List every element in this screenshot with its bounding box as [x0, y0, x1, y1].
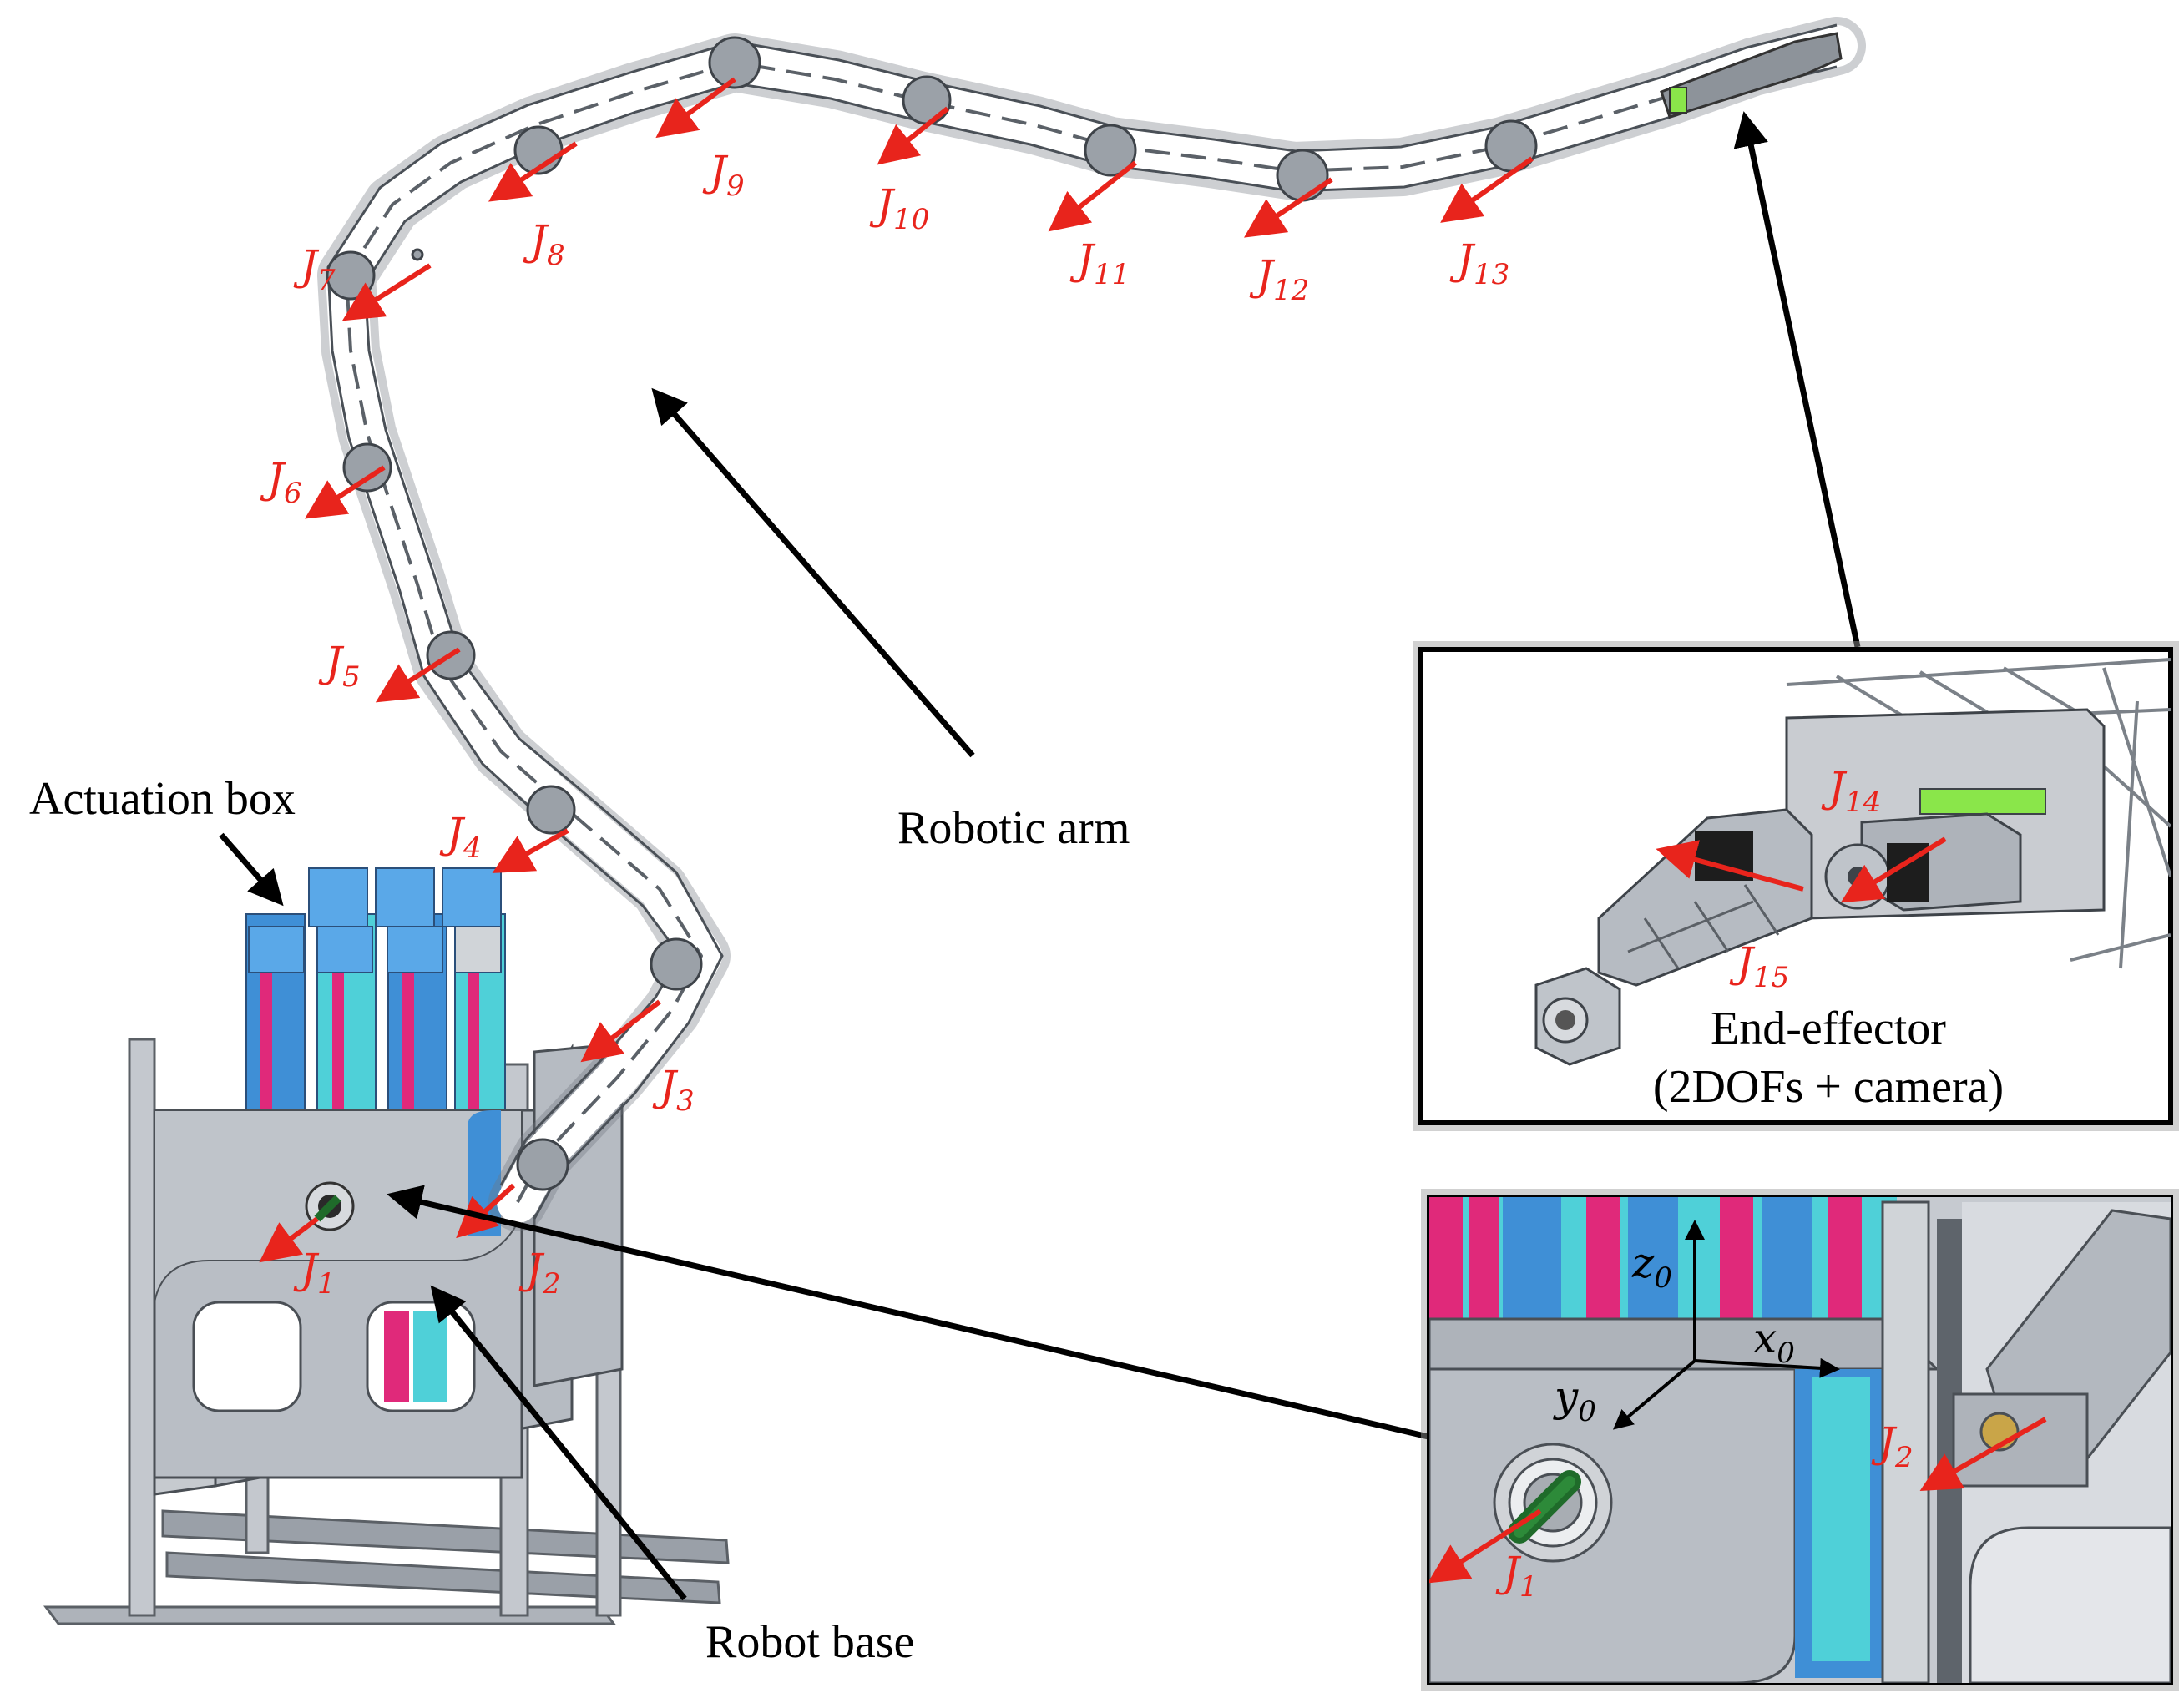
inset-j1-axis-arrow: [1429, 1508, 1542, 1584]
arrow-robot-base: [430, 1285, 687, 1601]
joint-label-j11: J11: [1069, 235, 1130, 291]
joint-axis-arrows: [259, 77, 1534, 1263]
j11-axis-arrow: [1048, 160, 1137, 232]
label-end-effector: End-effector: [1711, 1003, 1946, 1054]
j12-axis-arrow: [1243, 177, 1333, 238]
j14-axis-arrow: [1840, 836, 1947, 903]
arrow-base-inset: [387, 1185, 1433, 1441]
j10-axis-arrow: [877, 106, 949, 165]
arrow-end-effector-inset: [1733, 111, 1861, 648]
x0-axis-arrow: [1694, 1357, 1840, 1378]
callout-arrows: [219, 111, 1861, 1601]
label-robotic-arm: Robotic arm: [897, 802, 1130, 854]
joint-label-j10: J10: [869, 180, 929, 236]
j7-axis-arrow: [341, 263, 432, 321]
inset-j2-axis-arrow: [1919, 1417, 2047, 1491]
label-robot-base: Robot base: [705, 1616, 914, 1668]
robot-base-frame: [43, 867, 730, 1625]
axis-label-y0: y0: [1553, 1372, 1596, 1428]
arrow-actuation-box: [219, 832, 284, 907]
inset-end-effector: J14 J15 End-effector (2DOFs + camera): [1413, 641, 2179, 1131]
joint-label-j12: J12: [1249, 251, 1309, 307]
inset-base: z0 x0 y0 J1 J2: [1421, 1189, 2179, 1691]
label-end-effector-dof: (2DOFs + camera): [1653, 1061, 2004, 1113]
arrow-robotic-arm: [651, 387, 975, 758]
j6-axis-arrow: [304, 465, 386, 519]
joint-label-j5: J5: [318, 638, 361, 694]
joint-label-j6: J6: [260, 454, 302, 510]
joint-label-j13: J13: [1449, 235, 1509, 291]
j1-axis-arrow: [259, 1216, 319, 1263]
j2-axis-arrow: [456, 1183, 516, 1239]
j9-axis-arrow: [655, 77, 736, 139]
joint-label-j4: J4: [439, 809, 482, 865]
axis-label-x0: x0: [1753, 1314, 1795, 1370]
j15-axis-arrow: [1656, 840, 1804, 892]
j5-axis-arrow: [375, 647, 461, 703]
j13-axis-arrow: [1440, 156, 1534, 223]
joint-label-j8: J8: [523, 216, 565, 272]
robotic-arm: [317, 17, 1866, 1231]
axis-label-z0: z0: [1631, 1239, 1672, 1295]
j4-axis-arrow: [492, 828, 569, 873]
label-actuation-box: Actuation box: [29, 773, 296, 825]
j8-axis-arrow: [488, 141, 578, 202]
joint-label-j9: J9: [702, 147, 745, 203]
y0-axis-arrow: [1612, 1359, 1696, 1430]
j3-axis-arrow: [580, 999, 661, 1063]
